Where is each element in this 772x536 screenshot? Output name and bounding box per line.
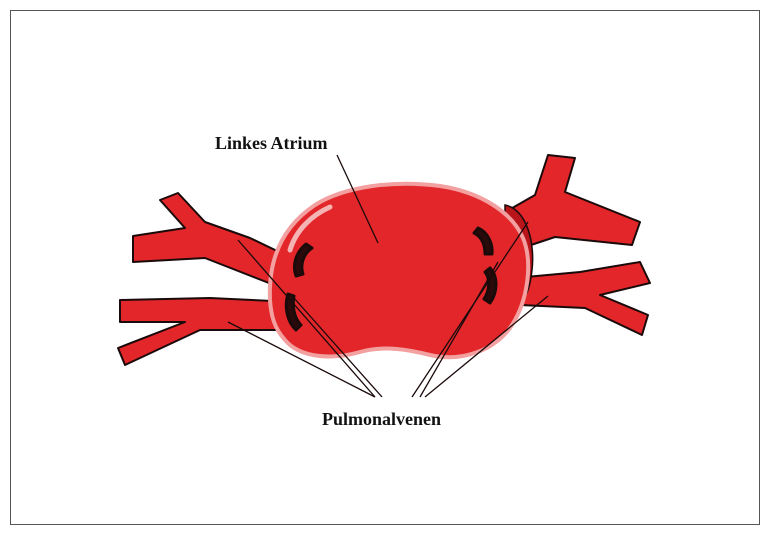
label-pulmonary-veins: Pulmonalvenen bbox=[322, 409, 441, 430]
label-left-atrium: Linkes Atrium bbox=[215, 133, 328, 154]
right-lower-pulmonary-vein bbox=[515, 262, 650, 335]
